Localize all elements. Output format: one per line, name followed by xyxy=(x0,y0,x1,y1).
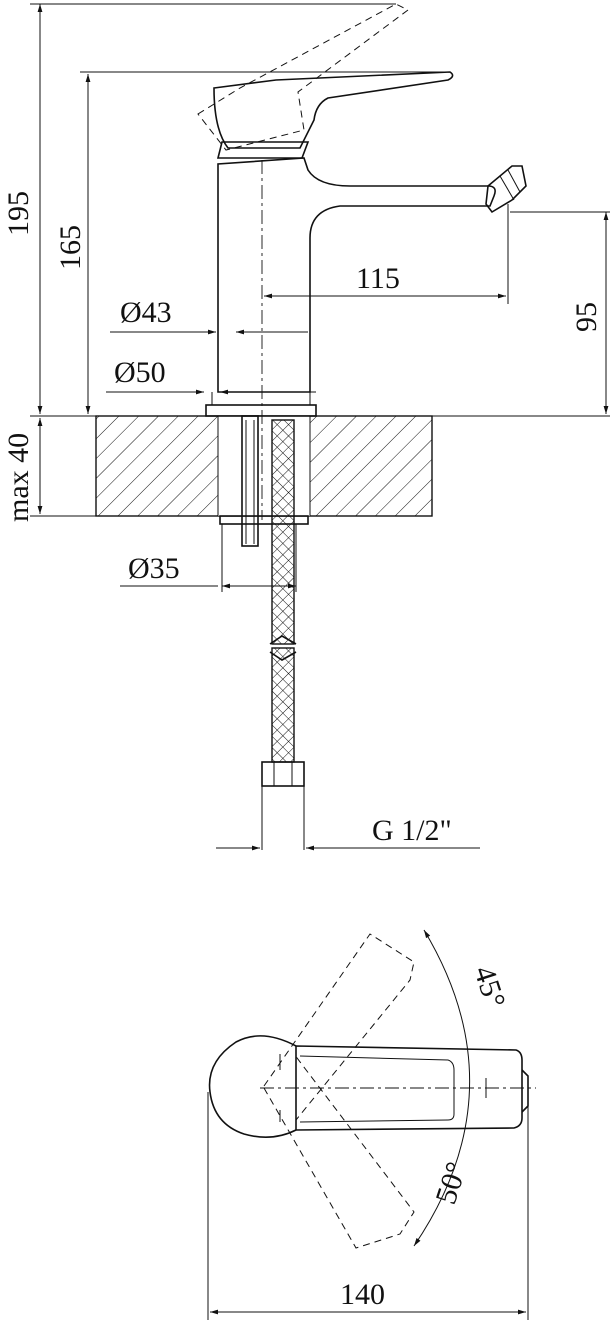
dim-max40-label: max 40 xyxy=(2,433,35,522)
dim-g12-label: G 1/2" xyxy=(372,814,452,847)
dim-140: 140 xyxy=(207,1090,529,1320)
angle-50-label: 50° xyxy=(429,1158,473,1208)
angle-45-label: 45° xyxy=(467,962,511,1012)
mounting-stud xyxy=(241,415,259,547)
lever xyxy=(213,71,454,149)
dim-95: 95 xyxy=(430,211,610,417)
dim-115: 115 xyxy=(264,204,509,304)
top-lever-rot-right xyxy=(263,1053,415,1249)
top-lever xyxy=(295,1045,523,1131)
dim-165-label: 165 xyxy=(54,225,87,270)
flex-hose xyxy=(271,419,295,645)
spout-aerator xyxy=(485,165,527,214)
lever-raised xyxy=(197,3,409,151)
dim-d35: Ø35 xyxy=(120,524,297,592)
dim-165: 165 xyxy=(54,71,450,414)
dim-195: 195 xyxy=(2,3,396,417)
top-lever-rot-left xyxy=(263,933,415,1121)
dim-g12: G 1/2" xyxy=(216,814,480,851)
side-view: 195 165 115 95 Ø43 Ø50 xyxy=(2,3,610,851)
rotation-arc xyxy=(413,929,471,1247)
dim-d50: Ø50 xyxy=(106,356,316,395)
top-view: 45° 50° 140 xyxy=(207,929,536,1320)
dim-195-label: 195 xyxy=(2,191,35,236)
base-flange xyxy=(205,404,317,417)
dim-d50-label: Ø50 xyxy=(114,356,166,389)
dim-d43: Ø43 xyxy=(110,296,308,335)
fixing-plate xyxy=(219,515,309,525)
dim-95-label: 95 xyxy=(570,302,603,332)
cartridge-cap xyxy=(216,141,310,159)
hose-nut xyxy=(261,761,305,787)
faucet-body xyxy=(217,157,496,393)
top-body xyxy=(208,1035,297,1138)
dim-d43-label: Ø43 xyxy=(120,296,172,329)
dim-115-label: 115 xyxy=(356,262,400,295)
dim-d35-label: Ø35 xyxy=(128,552,180,585)
dim-max40: max 40 xyxy=(2,418,96,522)
flex-hose-lower xyxy=(271,647,295,763)
dim-140-label: 140 xyxy=(340,1278,385,1311)
